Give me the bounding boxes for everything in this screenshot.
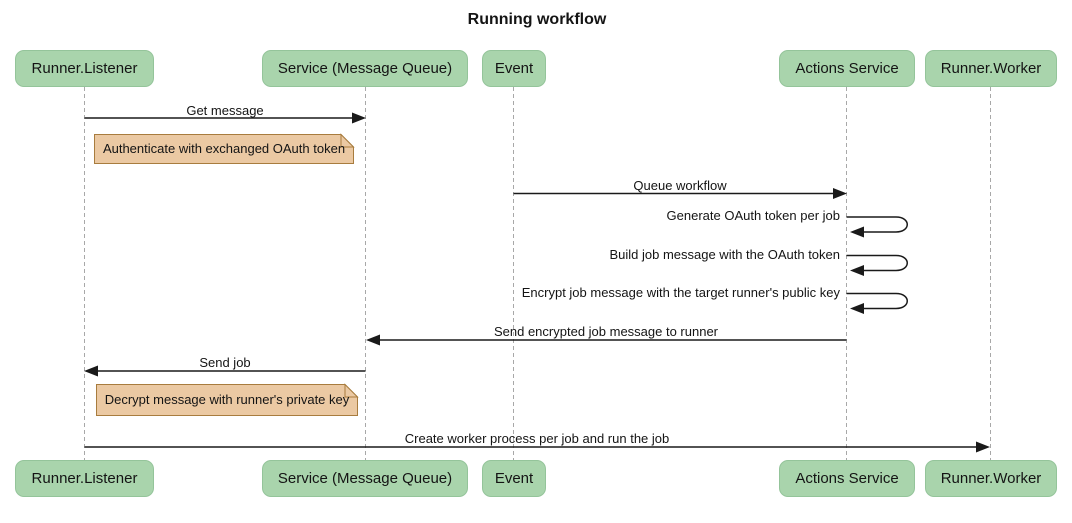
note-authenticate: Authenticate with exchanged OAuth token [102, 141, 346, 156]
note-decrypt-shape [96, 383, 359, 416]
actor-bottom-service-message-queue: Service (Message Queue) [262, 460, 468, 497]
arrow-send-encrypted [366, 334, 847, 346]
self-loop-build-job-message [846, 254, 908, 276]
arrow-create-worker [84, 441, 990, 453]
actor-bottom-runner-worker: Runner.Worker [925, 460, 1057, 497]
message-label-queue-workflow: Queue workflow [633, 178, 727, 193]
message-label-get-message: Get message [186, 103, 264, 118]
message-label-create-worker: Create worker process per job and run th… [404, 431, 670, 446]
actor-bottom-event: Event [482, 460, 546, 497]
self-loop-encrypt-job-message [846, 292, 908, 314]
actor-top-actions-service: Actions Service [779, 50, 915, 87]
actor-top-event: Event [482, 50, 546, 87]
arrow-queue-workflow [513, 188, 847, 199]
actor-bottom-actions-service: Actions Service [779, 460, 915, 497]
arrow-send-job [84, 365, 366, 377]
message-label-generate-oauth: Generate OAuth token per job [666, 208, 840, 223]
actor-top-runner-listener: Runner.Listener [15, 50, 154, 87]
message-label-build-job: Build job message with the OAuth token [609, 247, 840, 262]
note-authenticate-shape [94, 133, 355, 164]
note-decrypt: Decrypt message with runner's private ke… [104, 392, 350, 407]
message-label-encrypt-job: Encrypt job message with the target runn… [521, 285, 840, 300]
actor-top-runner-worker: Runner.Worker [925, 50, 1057, 87]
message-label-send-encrypted: Send encrypted job message to runner [493, 324, 719, 339]
diagram-title: Running workflow [467, 11, 607, 28]
actor-top-service-message-queue: Service (Message Queue) [262, 50, 468, 87]
actor-bottom-runner-listener: Runner.Listener [15, 460, 154, 497]
message-label-send-job: Send job [199, 355, 251, 370]
arrow-get-message [84, 112, 366, 124]
self-loop-generate-oauth [846, 216, 908, 238]
